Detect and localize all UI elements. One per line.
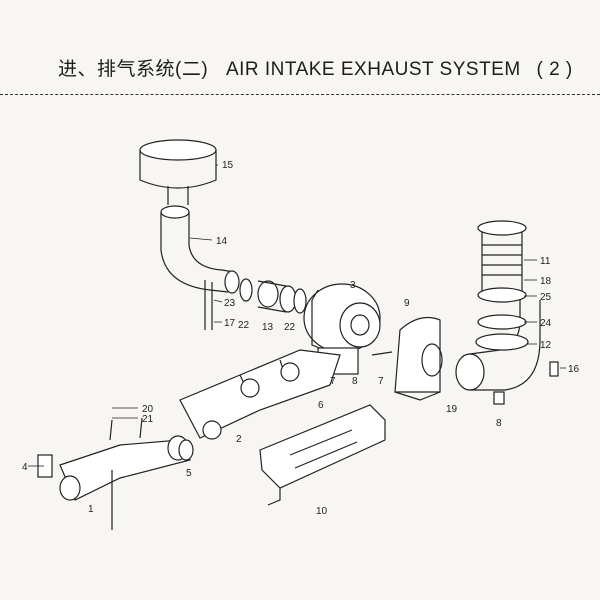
leader-lines <box>28 164 566 467</box>
intake-hose-part <box>239 278 307 314</box>
air-filter-cap-part <box>139 139 217 205</box>
callout-22-b: 22 <box>284 322 296 333</box>
flex-bellows-part <box>477 220 527 330</box>
callout-11: 11 <box>540 256 551 267</box>
lower-manifold-part <box>59 417 194 530</box>
callout-12: 12 <box>540 340 552 351</box>
callout-2: 2 <box>236 434 242 445</box>
callout-10: 10 <box>316 506 328 517</box>
title-number: ( 2 ) <box>536 59 573 80</box>
callout-7-b: 7 <box>378 376 384 387</box>
callout-5: 5 <box>186 468 192 479</box>
intake-elbow-part <box>160 205 240 330</box>
callout-7-a: 7 <box>330 376 336 387</box>
heat-shield-part <box>259 404 386 506</box>
bolt-16-part <box>549 361 559 377</box>
nut-8-part <box>493 391 505 405</box>
page-title: 进、排气系统(二) AIR INTAKE EXHAUST SYSTEM ( 2 … <box>58 54 573 81</box>
exhaust-manifold-part <box>179 349 341 440</box>
callout-13: 13 <box>262 322 274 333</box>
header-divider <box>0 94 600 95</box>
callout-8-a: 8 <box>352 376 358 387</box>
callout-23: 23 <box>224 298 236 309</box>
callout-3: 3 <box>350 280 356 291</box>
title-chinese: 进、排气系统(二) <box>58 59 209 80</box>
callout-6: 6 <box>318 400 324 411</box>
callout-18: 18 <box>540 276 552 287</box>
callout-22-a: 22 <box>238 320 250 331</box>
title-english: AIR INTAKE EXHAUST SYSTEM <box>225 59 521 80</box>
callout-16: 16 <box>568 364 580 375</box>
callout-8-b: 8 <box>496 418 502 429</box>
callout-20: 20 <box>142 404 154 415</box>
callout-14: 14 <box>216 236 228 247</box>
callout-15: 15 <box>222 160 234 171</box>
callout-19: 19 <box>446 404 458 415</box>
callout-9: 9 <box>404 298 410 309</box>
callout-17: 17 <box>224 318 236 329</box>
callout-1: 1 <box>88 504 94 515</box>
exhaust-elbow-part <box>455 300 541 391</box>
callout-21: 21 <box>142 414 154 425</box>
callout-4: 4 <box>22 462 28 473</box>
muffler-housing-part <box>394 317 443 401</box>
callout-25: 25 <box>540 292 552 303</box>
callout-24: 24 <box>540 318 552 329</box>
